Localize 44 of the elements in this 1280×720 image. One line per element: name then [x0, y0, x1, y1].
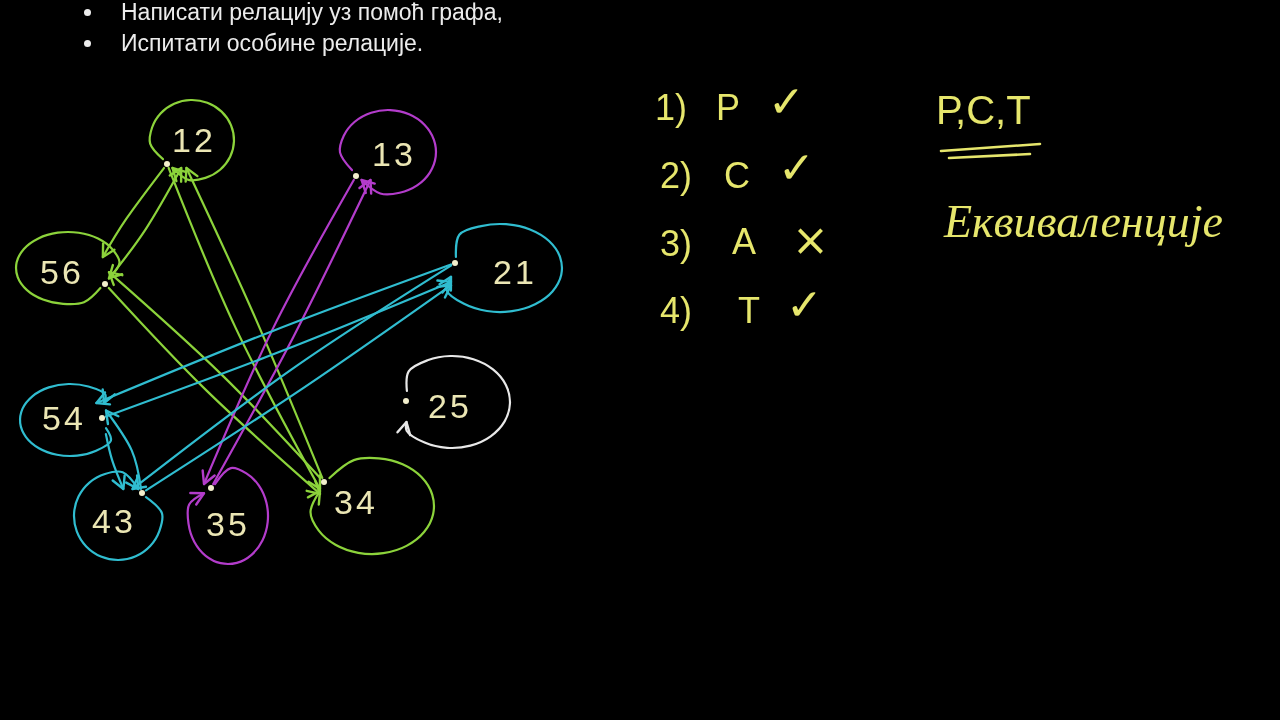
self-loop-arrow	[186, 466, 270, 566]
property-letter: Р	[716, 90, 740, 126]
arrow	[107, 166, 183, 280]
arrow	[95, 263, 453, 406]
vertex-label: 35	[206, 510, 250, 539]
item-number: 2)	[660, 158, 692, 194]
arrow	[184, 166, 324, 480]
arrow	[104, 279, 453, 418]
arrow	[167, 166, 322, 491]
item-number: 4)	[660, 293, 692, 329]
vertex-label: 54	[42, 404, 86, 433]
conclusion-text: Еквиваленције	[944, 196, 1223, 249]
item-number: 3)	[660, 226, 692, 262]
property-letter: С	[724, 158, 750, 194]
arrow	[201, 178, 355, 486]
vertex-label: 13	[372, 140, 416, 169]
check-mark: ✓	[768, 80, 805, 124]
self-loop-arrow	[18, 382, 116, 458]
vertex-label: 34	[334, 488, 378, 517]
self-loop-arrow	[338, 108, 438, 196]
check-mark: ✓	[786, 283, 823, 327]
check-mark: ✓	[778, 146, 815, 190]
vertex-label: 21	[493, 258, 537, 287]
arrow	[101, 166, 166, 259]
self-loop-arrow	[396, 354, 512, 450]
self-loop-arrow	[14, 230, 124, 306]
list-item-text: Испитати особине релације.	[121, 31, 424, 56]
cross-mark: ×	[792, 218, 829, 262]
list-item-text: Написати релацију уз помоћ графа,	[121, 0, 503, 25]
property-letter: А	[732, 224, 756, 260]
vertex-label: 25	[428, 392, 472, 421]
arrow	[104, 432, 126, 491]
self-loop-arrow	[306, 456, 436, 556]
arrow	[212, 178, 373, 486]
self-loop-arrow	[72, 470, 164, 562]
property-summary: Р,С,Т	[936, 90, 1031, 130]
vertex-label: 43	[92, 507, 136, 536]
arrow	[104, 409, 143, 491]
self-loop-arrow	[438, 222, 563, 314]
item-number: 1)	[655, 90, 687, 126]
self-loop-arrow	[148, 98, 236, 183]
vertex-label: 12	[172, 126, 216, 155]
property-letter: Т	[738, 293, 760, 329]
vertex-label: 56	[40, 258, 84, 287]
